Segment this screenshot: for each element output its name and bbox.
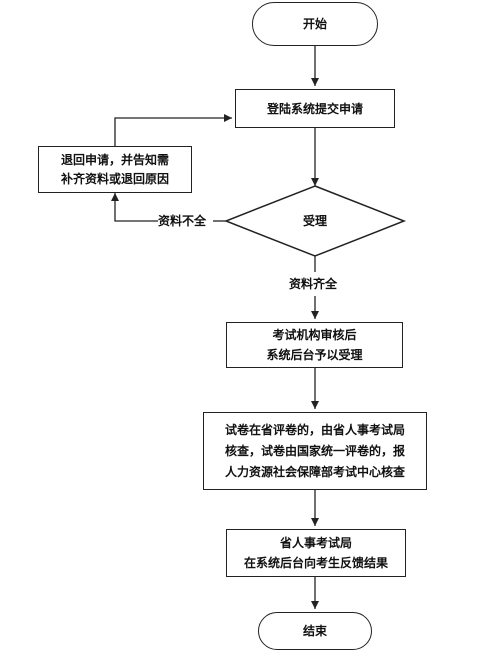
edge-incomplete-return	[111, 193, 158, 222]
verification-node: 试卷在省评卷的，由省人事考试局 核查，试卷由国家统一评卷的，报 人力资源社会保障…	[203, 412, 427, 490]
incomplete-label: 资料不全	[158, 213, 207, 229]
accept-label: 受理	[302, 214, 327, 228]
complete-label: 资料齐全	[289, 276, 338, 292]
submit-application-node: 登陆系统提交申请	[235, 89, 395, 128]
feedback-node: 省人事考试局 在系统后台向考生反馈结果	[226, 529, 406, 577]
submit-application-label: 登陆系统提交申请	[266, 101, 363, 116]
review-line-1: 考试机构审核后	[272, 328, 357, 342]
start-node: 开始	[252, 2, 378, 46]
review-node: 考试机构审核后 系统后台予以受理	[226, 322, 403, 368]
review-line-2: 系统后台予以受理	[266, 348, 363, 362]
return-line-2: 补齐资料或退回原因	[60, 171, 169, 186]
accept-diamond	[223, 185, 407, 257]
return-line-1: 退回申请，并告知需	[60, 152, 169, 167]
feedback-line-2: 在系统后台向考生反馈结果	[243, 556, 388, 570]
edge-return-submit	[114, 114, 232, 146]
return-application-node: 退回申请，并告知需 补齐资料或退回原因	[38, 146, 192, 193]
verification-line-1: 试卷在省评卷的，由省人事考试局	[224, 422, 405, 437]
end-node: 结束	[258, 612, 372, 650]
verification-line-3: 人力资源社会保障部考试中心核查	[224, 464, 405, 479]
end-label: 结束	[302, 624, 327, 638]
verification-line-2: 核查，试卷由国家统一评卷的，报	[224, 443, 405, 458]
start-label: 开始	[302, 17, 327, 31]
feedback-line-1: 省人事考试局	[279, 536, 352, 550]
